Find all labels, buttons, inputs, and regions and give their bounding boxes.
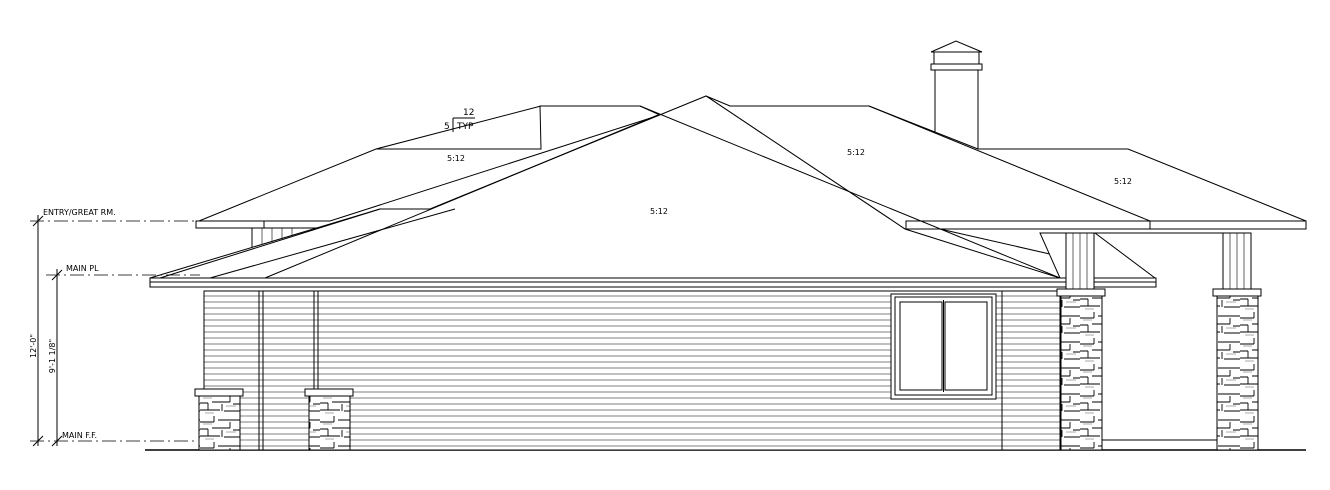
porch-column-right [1212, 232, 1262, 451]
pitch-note: TYP [456, 122, 474, 132]
pitch-symbol: 12 5 TYP [444, 108, 475, 132]
level-main-plate: MAIN PL [66, 264, 99, 273]
porch-column-center [1056, 232, 1106, 451]
pitch-rise: 5 [444, 122, 450, 132]
pitch-label-right: 5:12 [1114, 177, 1132, 186]
double-window [890, 293, 997, 400]
pitch-label-upper-left: 5:12 [447, 154, 465, 163]
upper-eave [195, 220, 1307, 230]
pitch-label-main-gable: 5:12 [650, 207, 668, 216]
pitch-run: 12 [463, 108, 474, 118]
dimension-lines: 12'-0" 9'-1 1/8" [29, 215, 63, 447]
level-entry-great-rm: ENTRY/GREAT RM. [43, 208, 116, 217]
dim-overall-height: 12'-0" [29, 334, 38, 358]
dim-main-floor-height: 9'-1 1/8" [48, 339, 57, 373]
stone-pier-left-1 [194, 388, 244, 451]
pitch-label-upper-right: 5:12 [847, 148, 865, 157]
level-main-ff: MAIN F.F. [62, 431, 97, 440]
level-markers: ENTRY/GREAT RM. MAIN PL MAIN F.F. [30, 208, 200, 442]
main-fascia [149, 277, 1157, 288]
stone-pier-left-2 [304, 388, 354, 451]
